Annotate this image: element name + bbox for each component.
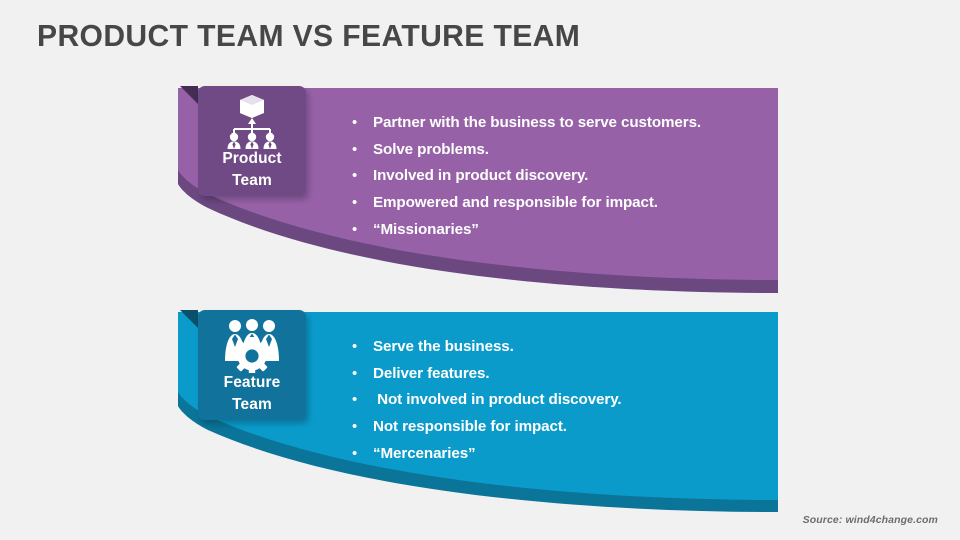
bullet-icon: • <box>352 418 358 436</box>
feature-bullet-list: • Serve the business. • Deliver features… <box>352 334 622 467</box>
feature-team-card[interactable]: Feature Team <box>198 310 306 420</box>
page-title: PRODUCT TEAM VS FEATURE TEAM <box>37 18 581 53</box>
list-item-label: Partner with the business to serve custo… <box>373 114 702 131</box>
list-item-label: “Missionaries” <box>373 220 479 238</box>
product-banner-shape <box>178 88 778 293</box>
list-item-label: Involved in product discovery. <box>373 167 589 185</box>
product-bullet-list: • Partner with the business to serve cus… <box>352 110 701 243</box>
people-gear-icon <box>216 317 288 373</box>
list-item-label: Solve problems. <box>373 140 489 158</box>
bullet-icon: • <box>352 220 358 238</box>
bullet-icon: • <box>352 167 358 185</box>
product-card-fold <box>180 86 198 104</box>
list-item: • Partner with the business to serve cus… <box>352 110 701 137</box>
feature-card-fold <box>180 310 198 328</box>
bullet-icon: • <box>352 140 358 158</box>
feature-card-label: Feature Team <box>198 372 306 416</box>
feature-card-label-line2: Team <box>232 396 272 413</box>
bullet-icon: • <box>352 338 358 355</box>
list-item: • Not responsible for impact. <box>352 414 622 441</box>
source-attribution: Source: wind4change.com <box>802 514 938 526</box>
list-item-label: “Mercenaries” <box>373 444 476 462</box>
list-item-label: Serve the business. <box>373 338 514 355</box>
bullet-icon: • <box>352 444 358 462</box>
product-card-label-line1: Product <box>222 150 282 167</box>
feature-banner-shape <box>178 312 778 512</box>
list-item-label: Not involved in product discovery. <box>373 391 622 409</box>
bullet-icon: • <box>352 114 358 131</box>
list-item: • Solve problems. <box>352 137 701 164</box>
product-card-label-line2: Team <box>232 172 272 189</box>
product-team-card[interactable]: Product Team <box>198 86 306 196</box>
list-item: • “Mercenaries” <box>352 441 622 468</box>
bullet-icon: • <box>352 364 358 382</box>
list-item-label: Not responsible for impact. <box>373 418 567 436</box>
list-item-label: Deliver features. <box>373 364 490 382</box>
list-item: • Not involved in product discovery. <box>352 387 622 414</box>
list-item-label: Empowered and responsible for impact. <box>373 194 658 212</box>
list-item: • Empowered and responsible for impact. <box>352 190 701 217</box>
list-item: • Serve the business. <box>352 334 622 361</box>
list-item: • Involved in product discovery. <box>352 163 701 190</box>
bullet-icon: • <box>352 194 358 212</box>
list-item: • “Missionaries” <box>352 217 701 244</box>
org-chart-people-icon <box>216 93 288 149</box>
bullet-icon: • <box>352 391 358 409</box>
feature-card-label-line1: Feature <box>223 374 281 391</box>
list-item: • Deliver features. <box>352 361 622 388</box>
product-card-label: Product Team <box>198 148 306 192</box>
